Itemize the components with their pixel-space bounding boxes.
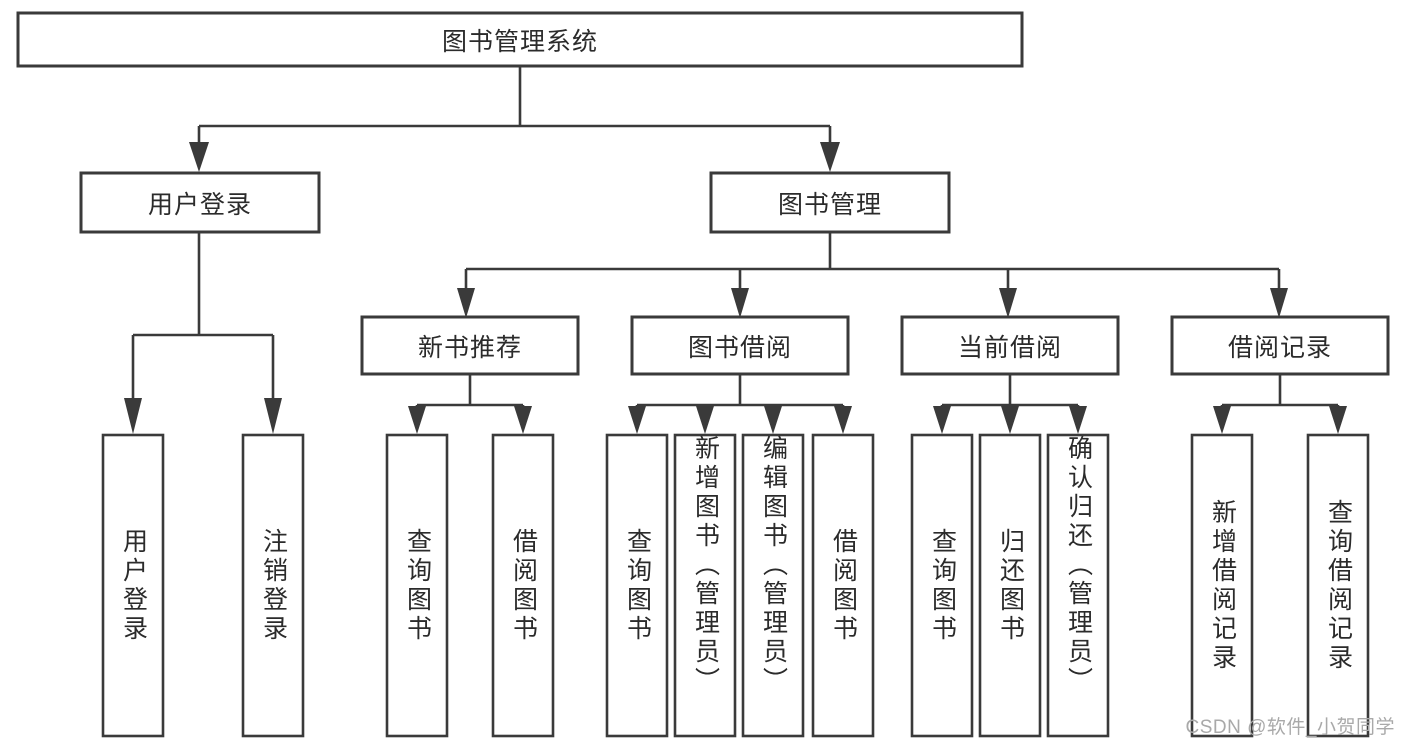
arrow-nbr-leaf-2 xyxy=(514,406,532,434)
node-leaf-query-book-2-box[interactable] xyxy=(605,433,669,738)
arrow-root-to-user-login xyxy=(189,142,209,172)
arrow-cb-leaf-2 xyxy=(1001,406,1019,434)
node-leaf-confirm-return-box[interactable] xyxy=(1046,433,1110,738)
arrow-br-leaf-1 xyxy=(1213,406,1231,434)
node-new-book-recommend-box[interactable] xyxy=(360,315,580,376)
arrow-cb-leaf-3 xyxy=(1069,406,1087,434)
arrow-user-login-leaf-1 xyxy=(124,398,142,434)
node-leaf-add-book-box[interactable] xyxy=(673,433,737,738)
arrow-br-leaf-2 xyxy=(1329,406,1347,434)
node-leaf-user-login-box[interactable] xyxy=(101,433,165,738)
node-leaf-query-record-box[interactable] xyxy=(1306,433,1370,738)
arrow-root-to-book-management xyxy=(820,142,840,172)
arrow-to-new-book-recommend xyxy=(457,288,475,318)
node-leaf-add-record-box[interactable] xyxy=(1190,433,1254,738)
node-leaf-return-book-box[interactable] xyxy=(978,433,1042,738)
node-book-management-box[interactable] xyxy=(709,171,951,234)
arrow-to-current-borrow xyxy=(999,288,1017,318)
node-leaf-query-book-1-box[interactable] xyxy=(385,433,449,738)
arrow-cb-leaf-1 xyxy=(933,406,951,434)
arrow-nbr-leaf-1 xyxy=(408,406,426,434)
arrow-to-borrow-record xyxy=(1270,288,1288,318)
node-leaf-query-book-3-box[interactable] xyxy=(910,433,974,738)
node-leaf-logout-login-box[interactable] xyxy=(241,433,305,738)
node-leaf-borrow-book-2-box[interactable] xyxy=(811,433,875,738)
arrow-to-book-borrow xyxy=(731,288,749,318)
node-leaf-borrow-book-1-box[interactable] xyxy=(491,433,555,738)
arrow-bb-leaf-1 xyxy=(628,406,646,434)
node-book-borrow-box[interactable] xyxy=(630,315,850,376)
node-user-login-box[interactable] xyxy=(79,171,321,234)
arrow-bb-leaf-3 xyxy=(764,406,782,434)
node-current-borrow-box[interactable] xyxy=(900,315,1120,376)
arrow-user-login-leaf-2 xyxy=(264,398,282,434)
arrow-bb-leaf-4 xyxy=(834,406,852,434)
node-root-box[interactable] xyxy=(16,11,1024,68)
arrow-bb-leaf-2 xyxy=(696,406,714,434)
node-borrow-record-box[interactable] xyxy=(1170,315,1390,376)
node-leaf-edit-book-box[interactable] xyxy=(741,433,805,738)
